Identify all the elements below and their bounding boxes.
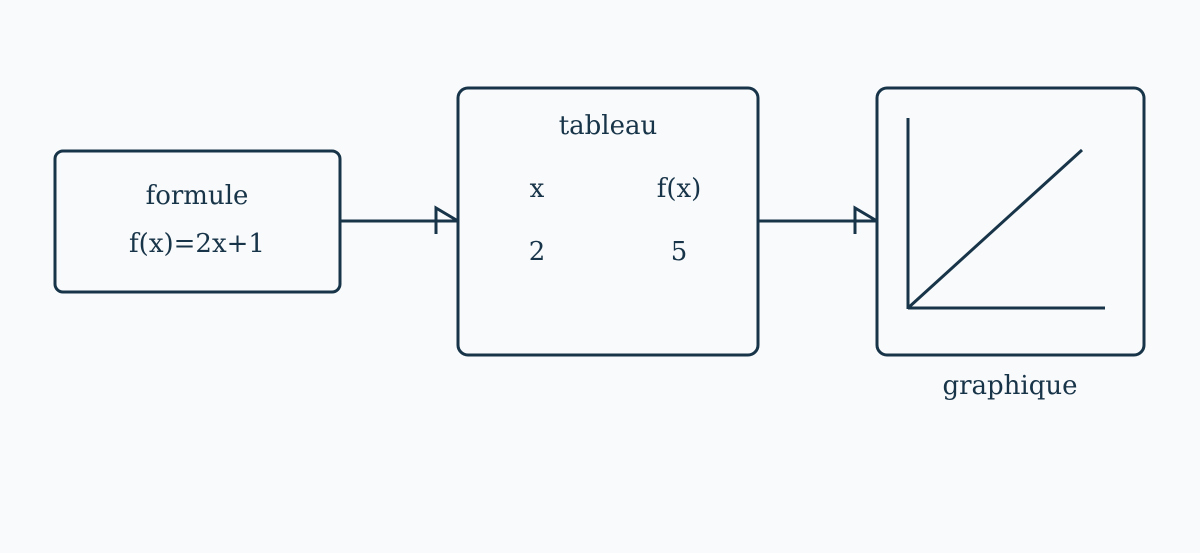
connector-arrowhead [434,205,459,234]
line-chart-icon [906,118,1105,310]
formula-node: formule f(x)=2x+1 [53,149,342,294]
formula-title: formule [146,181,249,211]
table-header-fx: f(x) [657,174,702,204]
table-cell-fx: 5 [671,237,688,267]
connector-arrowhead [853,205,878,234]
graph-caption: graphique [942,371,1077,401]
connector-formula-to-table [340,205,459,234]
table-node: tableau x f(x) 2 5 [456,86,760,357]
table-header-x: x [530,174,545,204]
graph-trend-line [906,148,1084,310]
connector-table-to-graph [758,205,878,234]
formula-expression: f(x)=2x+1 [129,229,265,259]
graph-box [875,86,1146,357]
graph-node: graphique [875,86,1146,401]
formula-box [53,149,342,294]
table-title: tableau [559,111,658,141]
table-cell-x: 2 [529,237,546,267]
